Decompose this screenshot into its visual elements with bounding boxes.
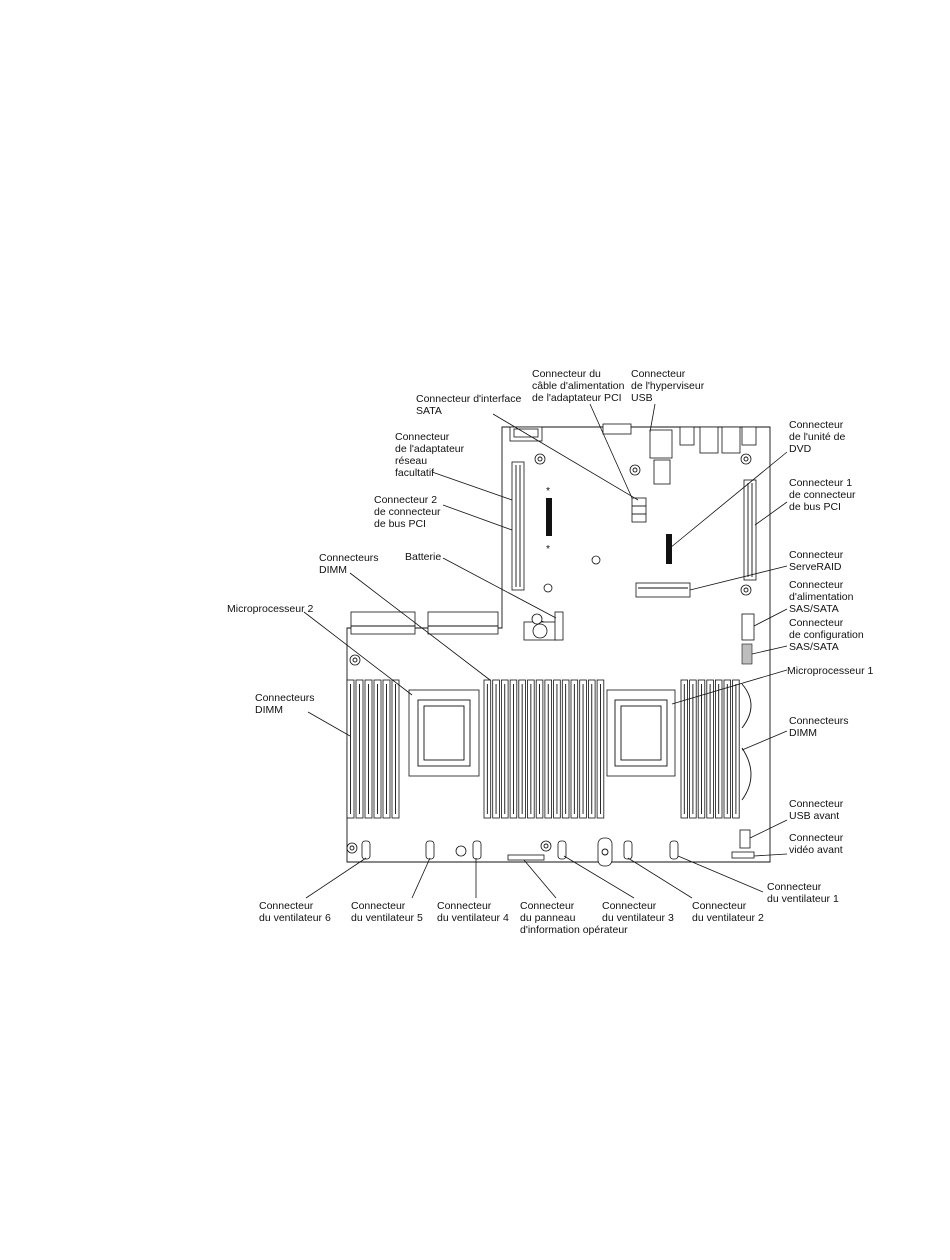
fan-connectors — [361, 840, 679, 860]
label-network-adapter: Connecteur de l'adaptateur réseau facult… — [395, 431, 467, 479]
dimm-slots-center — [483, 679, 605, 819]
sas-sata-config-connector — [741, 643, 753, 665]
network-adapter-connector: * * — [546, 485, 552, 555]
label-microprocessor-1: Microprocesseur 1 — [787, 665, 874, 677]
dvd-connector — [666, 534, 672, 564]
label-fan-3: Connecteur du ventilateur 3 — [602, 900, 674, 924]
sata-pci-power-connectors — [631, 497, 647, 523]
label-fan-6: Connecteur du ventilateur 6 — [259, 900, 331, 924]
label-battery: Batterie — [405, 551, 441, 563]
label-pci-power-cable: Connecteur du câble d'alimentation de l'… — [532, 368, 627, 404]
label-dimm-top: Connecteurs DIMM — [319, 552, 381, 576]
svg-text:*: * — [546, 485, 550, 497]
front-video-connector — [731, 851, 755, 859]
dimm-slots-right — [680, 679, 740, 819]
label-front-usb: Connecteur USB avant — [789, 798, 846, 822]
battery — [523, 611, 564, 641]
front-usb-connector — [739, 829, 751, 849]
label-serveraid: Connecteur ServeRAID — [789, 549, 846, 573]
label-usb-hypervisor: Connecteur de l'hyperviseur USB — [631, 368, 707, 404]
label-operator-panel: Connecteur du panneau d'information opér… — [520, 900, 628, 936]
label-pci-riser-2: Connecteur 2 de connecteur de bus PCI — [374, 494, 443, 530]
power-supply-connectors — [350, 611, 499, 635]
label-fan-5: Connecteur du ventilateur 5 — [351, 900, 423, 924]
leader-lines — [303, 403, 788, 899]
rear-io-connectors — [509, 423, 757, 485]
svg-text:*: * — [546, 543, 550, 555]
system-board-outline — [346, 426, 771, 863]
front-panel-tab — [597, 837, 613, 867]
pci-riser-2-slot — [511, 461, 525, 591]
label-fan-4: Connecteur du ventilateur 4 — [437, 900, 509, 924]
label-sata-interface: Connecteur d'interface SATA — [416, 393, 524, 417]
pci-riser-1-slot — [743, 479, 757, 581]
microprocessor-2-socket — [408, 689, 480, 777]
label-fan-1: Connecteur du ventilateur 1 — [767, 881, 839, 905]
serveraid-connector — [635, 582, 691, 598]
dimm-slots-left — [346, 679, 400, 819]
label-front-video: Connecteur vidéo avant — [789, 832, 846, 856]
label-fan-2: Connecteur du ventilateur 2 — [692, 900, 764, 924]
label-microprocessor-2: Microprocesseur 2 — [227, 603, 314, 615]
mounting-posts — [346, 453, 752, 854]
label-dimm-left: Connecteurs DIMM — [255, 692, 317, 716]
callout-labels: Connecteur du câble d'alimentation de l'… — [227, 368, 874, 936]
sas-sata-power-connector — [741, 613, 755, 641]
operator-panel-connector — [507, 854, 545, 861]
airflow-baffles — [741, 683, 752, 801]
label-dimm-right: Connecteurs DIMM — [789, 715, 851, 739]
label-pci-riser-1: Connecteur 1 de connecteur de bus PCI — [789, 477, 858, 513]
label-dvd: Connecteur de l'unité de DVD — [789, 419, 848, 455]
label-sas-sata-power: Connecteur d'alimentation SAS/SATA — [789, 579, 856, 615]
microprocessor-1-socket — [606, 689, 676, 777]
label-sas-sata-config: Connecteur de configuration SAS/SATA — [789, 617, 867, 653]
